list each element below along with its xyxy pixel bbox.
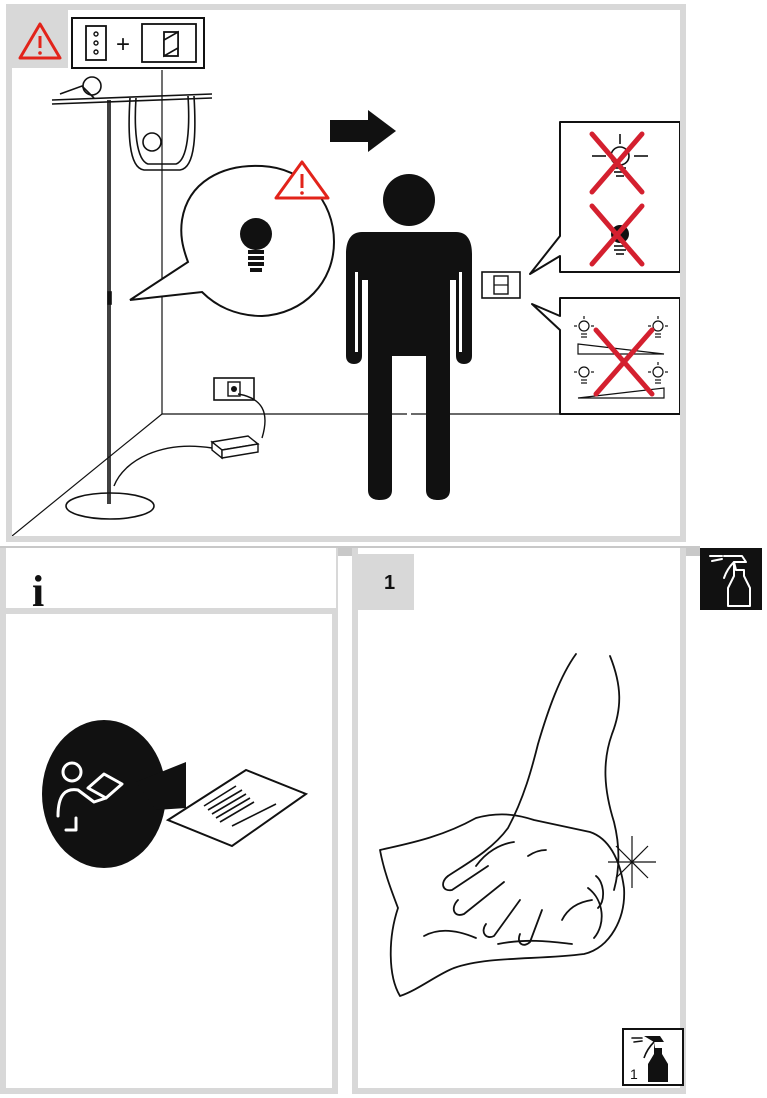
warning-triangle-icon	[18, 22, 62, 60]
cleaning-badge	[700, 548, 762, 610]
power-adapter	[113, 393, 266, 487]
step-number: 1	[384, 572, 396, 594]
info-icon: i	[32, 567, 45, 616]
info-header	[6, 548, 336, 610]
safety-illustration: +	[12, 17, 680, 536]
spray-bottle-icon	[631, 1036, 668, 1082]
warning-triangle-icon	[274, 160, 330, 200]
read-manual-icon	[42, 720, 309, 868]
info-header-rule	[6, 608, 336, 614]
no-flicker-bulbs-callout	[529, 121, 680, 275]
spray-count: 1	[630, 1066, 638, 1082]
hand-wiping-cloth-icon	[379, 653, 656, 997]
socket-icon	[85, 25, 107, 61]
wall-socket	[213, 377, 255, 401]
plus-icon: +	[116, 31, 130, 58]
person-silhouette	[346, 174, 472, 500]
bulb-callout	[129, 164, 336, 318]
step-number-tab	[358, 554, 414, 610]
safety-panel: +	[6, 4, 686, 542]
arrow-right-icon	[330, 110, 396, 152]
wall-switch-icon	[481, 271, 521, 299]
spray-badge: 1	[622, 1028, 684, 1086]
section-divider	[0, 546, 700, 556]
switch-icon	[141, 23, 197, 63]
info-panel: i	[0, 548, 338, 1094]
floor-lamp	[51, 76, 213, 520]
no-dimmer-callout	[531, 297, 680, 415]
step-panel: 1	[352, 548, 686, 1094]
spray-bottle-icon	[709, 555, 751, 607]
